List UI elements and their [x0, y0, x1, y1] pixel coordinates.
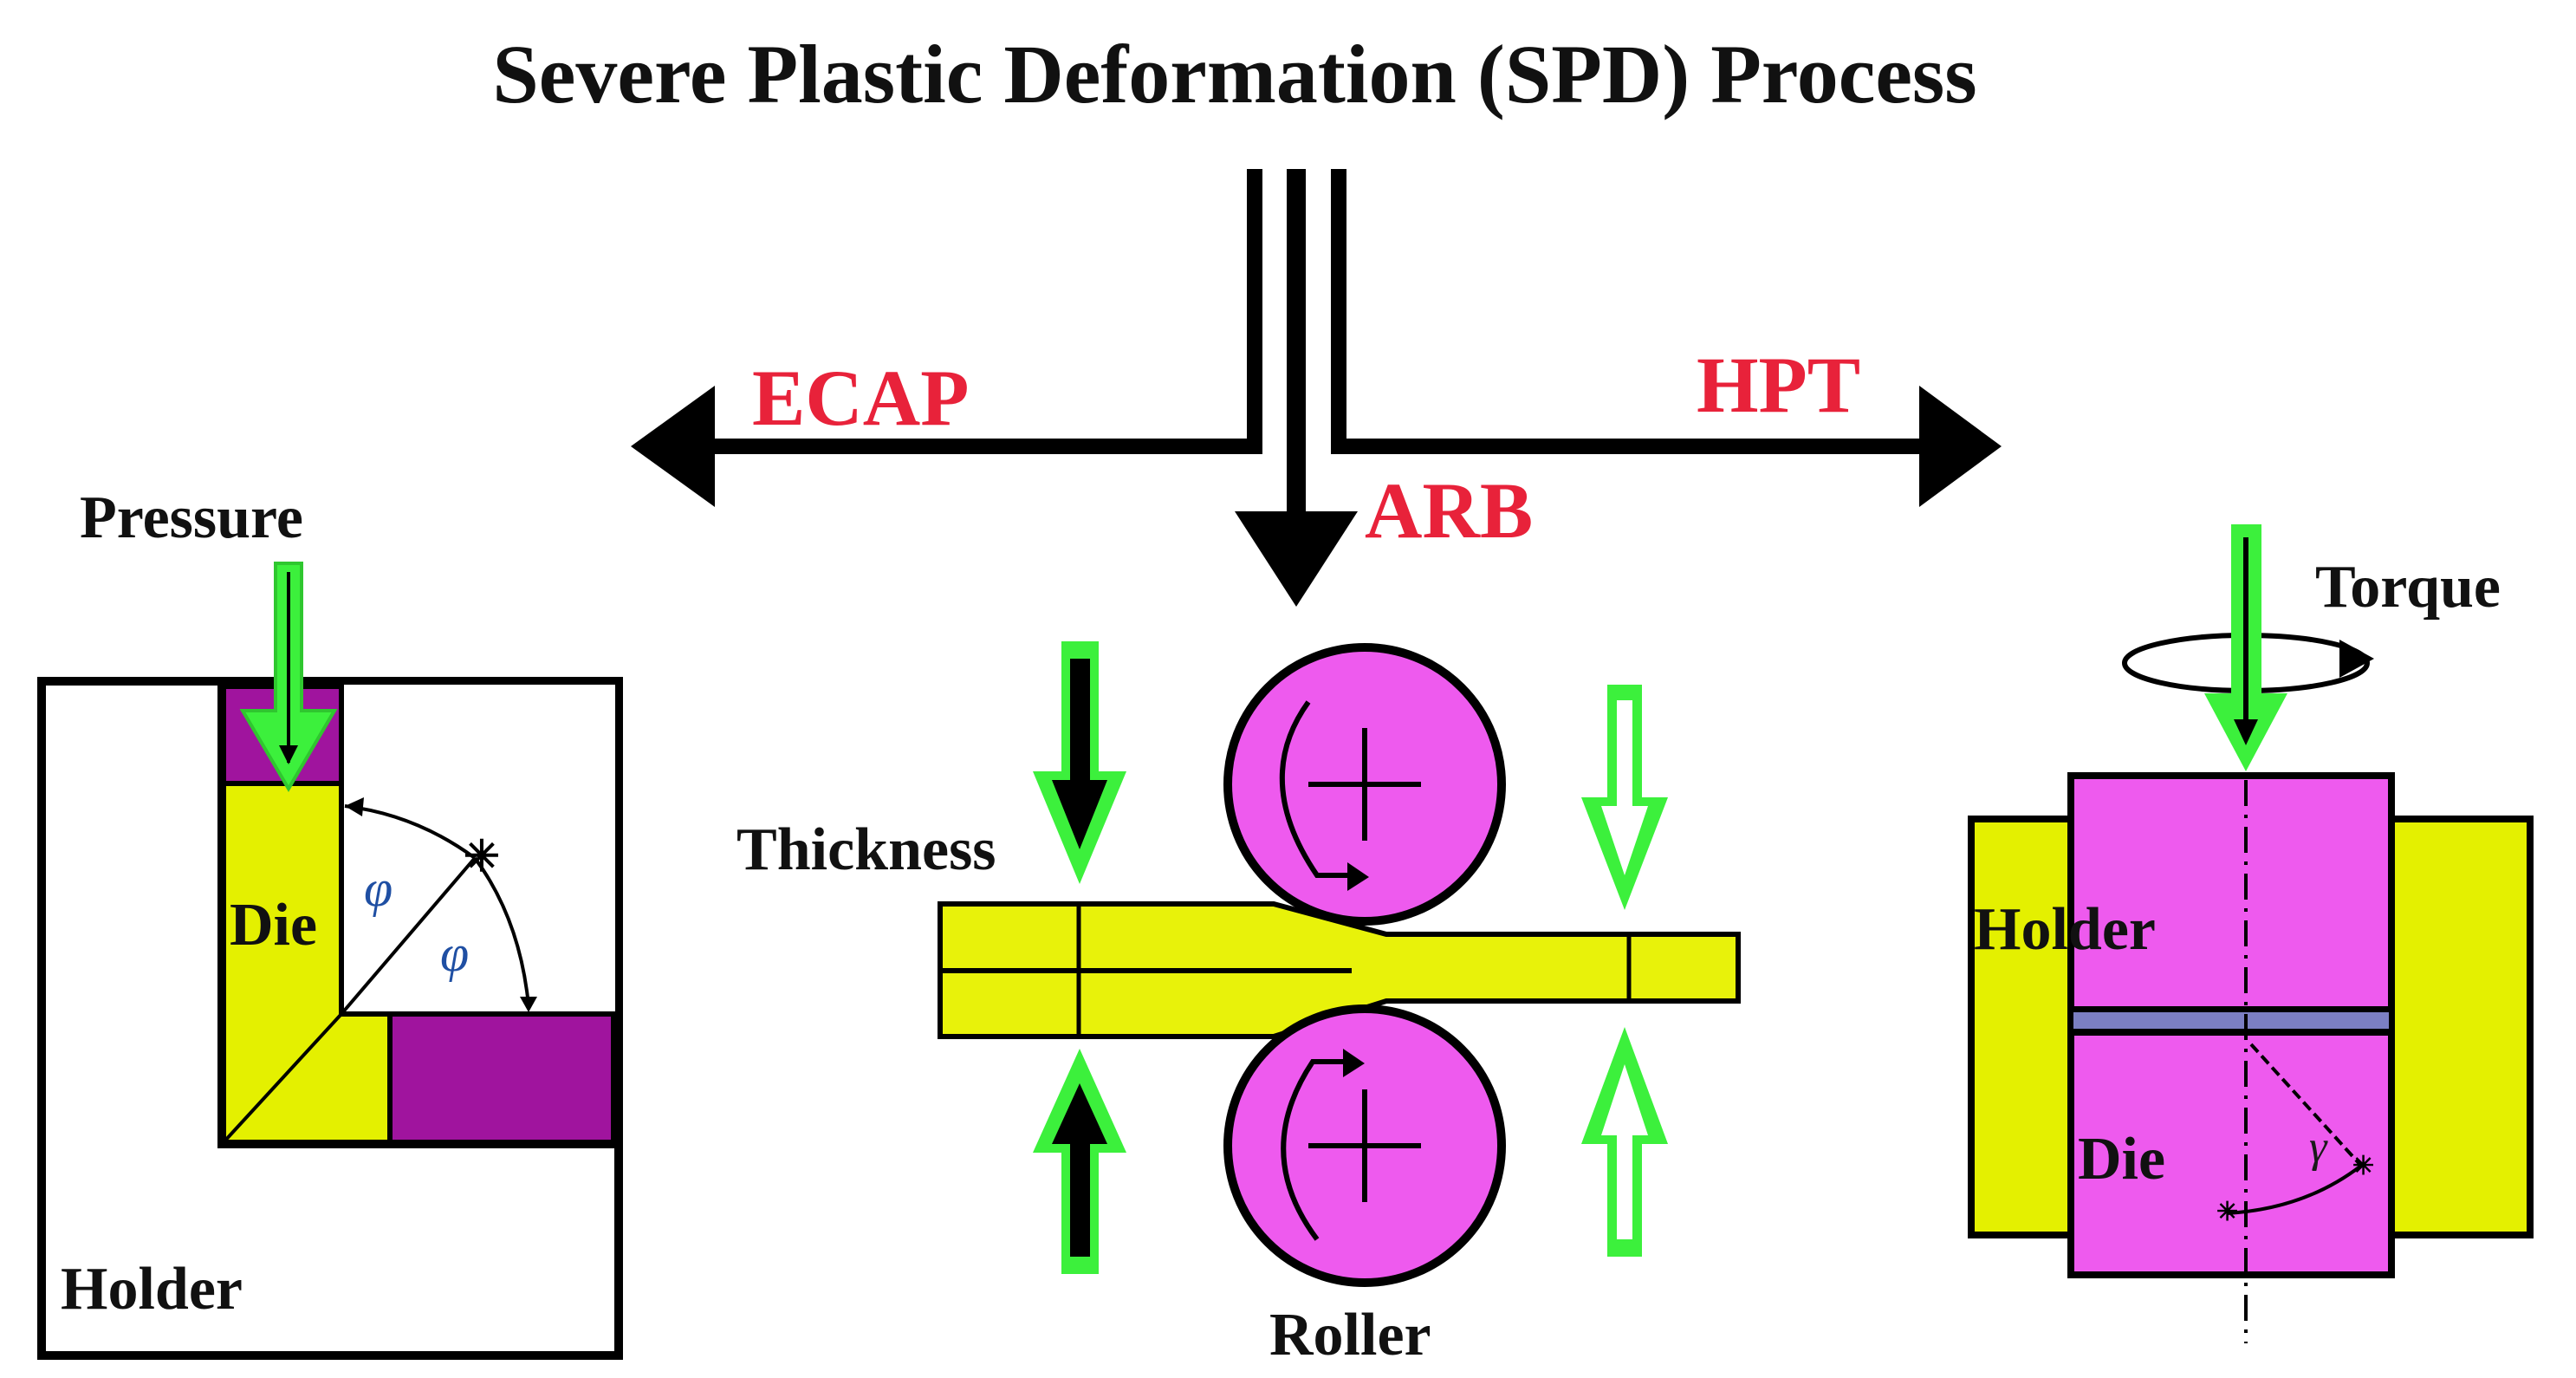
- ecap-arrowhead: [631, 386, 715, 507]
- arb-left-top-arrow: [1033, 641, 1126, 884]
- ecap-exit-block: [387, 1011, 616, 1145]
- hpt-shear-star-2: ✳: [2352, 1152, 2374, 1180]
- ecap-phi-1: φ: [364, 860, 393, 917]
- hpt-holder-label: Holder: [1974, 896, 2156, 963]
- arb-top-roller: [1223, 643, 1506, 926]
- ecap-holder-label: Holder: [61, 1256, 243, 1323]
- ecap-pressure-label: Pressure: [80, 484, 303, 551]
- arb-roller-label: Roller: [1269, 1302, 1431, 1368]
- branch-arrows: [631, 169, 2002, 607]
- arb-label: ARB: [1365, 466, 1533, 555]
- ecap-arc-arrowhead-top: [345, 797, 364, 816]
- hpt-label: HPT: [1697, 341, 1860, 429]
- arb-thickness-label: Thickness: [736, 816, 996, 883]
- hpt-sample-disk: [2068, 1007, 2394, 1035]
- hpt-gamma: γ: [2309, 1122, 2328, 1172]
- ecap-angle-mark: ✳: [464, 832, 500, 881]
- hpt-holder-left: [1968, 816, 2074, 1238]
- hpt-upper-anvil: [2067, 772, 2395, 1013]
- hpt-shear-star-1: ✳: [2216, 1198, 2238, 1226]
- hpt-branch-arrow: [1331, 169, 1924, 454]
- diagram-title: Severe Plastic Deformation (SPD) Process: [492, 28, 1976, 120]
- ecap-label: ECAP: [752, 354, 969, 442]
- hpt-force-arrow: [2204, 524, 2287, 771]
- ecap-panel: ✳ φ φ Pressure Die Holder: [37, 484, 623, 1360]
- hpt-shear-line: [2249, 1043, 2363, 1167]
- arb-right-bottom-arrow: [1581, 1027, 1668, 1257]
- hpt-die-label: Die: [2078, 1126, 2165, 1193]
- ecap-arc-arrowhead: [520, 997, 537, 1012]
- hpt-torque-label: Torque: [2315, 554, 2501, 621]
- ecap-branch-arrow: [706, 169, 1262, 454]
- hpt-holder-right: [2388, 816, 2534, 1238]
- hpt-lower-anvil: [2067, 1029, 2395, 1278]
- arb-left-bottom-arrow: [1033, 1049, 1126, 1274]
- ecap-phi-2: φ: [440, 925, 469, 982]
- hpt-arrowhead: [1919, 386, 2002, 507]
- hpt-panel: ✳ ✳ γ Torque Holder Die: [1968, 524, 2534, 1343]
- arb-arrowhead: [1235, 511, 1358, 607]
- arb-panel: Thickness Roller: [736, 641, 1741, 1368]
- hpt-torque-arrowhead: [2339, 640, 2374, 678]
- ecap-corner-line: [222, 1012, 343, 1144]
- ecap-pressure-arrow: [239, 562, 338, 792]
- hpt-shear-arc: [2226, 1164, 2363, 1215]
- ecap-die-label: Die: [230, 892, 317, 959]
- ecap-angle-bisector: [340, 856, 477, 1016]
- ecap-angle-arc-2: [473, 856, 530, 1006]
- arb-right-top-arrow: [1581, 685, 1668, 910]
- arb-bottom-roller: [1223, 1004, 1506, 1287]
